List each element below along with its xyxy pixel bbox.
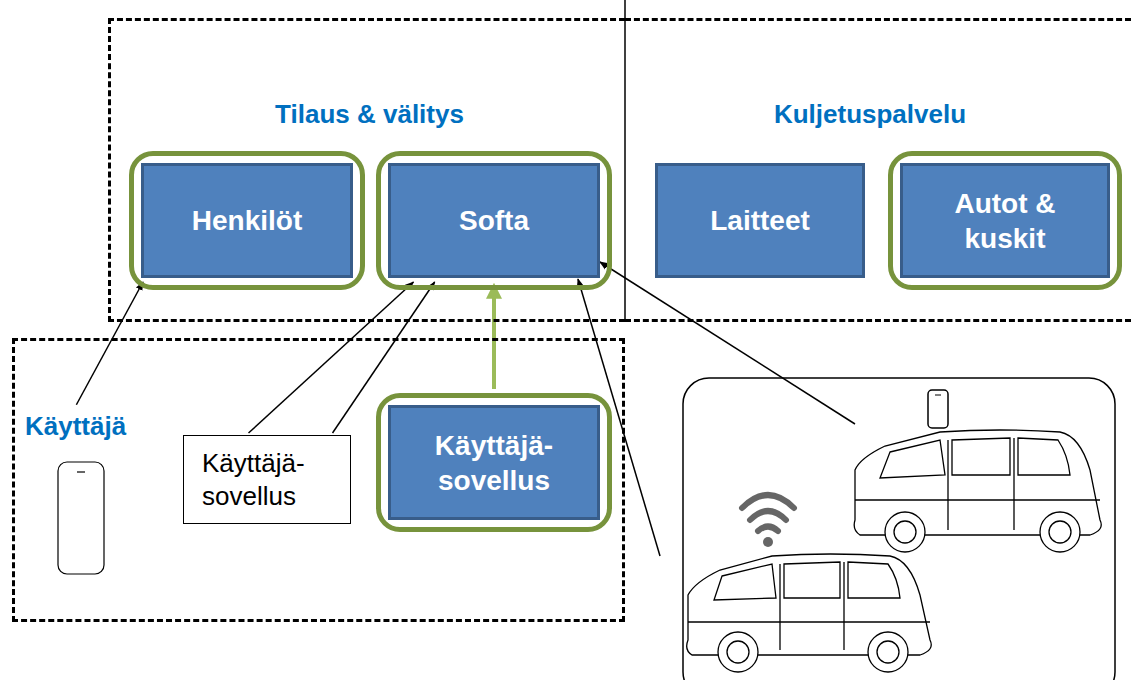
fleet-area [683, 378, 1115, 680]
region-heading: Kuljetuspalvelu [625, 99, 1115, 130]
car [854, 430, 1101, 552]
process-box: Henkilöt [141, 163, 353, 278]
phone-icon [58, 462, 104, 574]
wifi-icon [742, 495, 794, 531]
process-box: Käyttäjä- sovellus [388, 405, 600, 520]
phone-speaker [77, 471, 85, 472]
region-band: Tilaus & välitysHenkilöt Softa [108, 18, 625, 322]
leader-arrow [600, 262, 855, 424]
text-wrap: Softa [459, 203, 529, 238]
text-wrap: Laitteet [710, 203, 810, 238]
region-band: KuljetuspalveluLaitteet Autot & kuskit [625, 18, 1131, 322]
highlight-outline [888, 151, 1122, 290]
region-heading: Tilaus & välitys [111, 99, 628, 130]
wifi-dot [763, 537, 773, 547]
region-heading: Käyttäjä [25, 411, 175, 442]
process-box: Laitteet [655, 163, 865, 278]
box-label: Henkilöt [192, 203, 302, 238]
process-box: Softa [388, 163, 600, 278]
box-label: Softa [459, 203, 529, 238]
highlight-outline [376, 393, 612, 532]
box-label: Käyttäjä- sovellus [412, 428, 577, 498]
label-box: Käyttäjä- sovellus [183, 435, 351, 524]
text-wrap: Käyttäjä- sovellus [412, 428, 577, 498]
box-label: Laitteet [710, 203, 810, 238]
region-band: KäyttäjäKäyttäjä- sovellus Käyttäjä- sove… [12, 338, 625, 622]
text-wrap: Autot & kuskit [935, 186, 1075, 256]
process-box: Autot & kuskit [900, 163, 1110, 278]
phone-icon [928, 390, 948, 428]
box-label: Käyttäjä- sovellus [202, 447, 332, 512]
text-wrap: Henkilöt [192, 203, 302, 238]
phone-speaker [935, 395, 941, 396]
car [687, 554, 932, 672]
box-label: Autot & kuskit [935, 186, 1075, 256]
text-wrap: Käyttäjä- sovellus [202, 447, 332, 512]
